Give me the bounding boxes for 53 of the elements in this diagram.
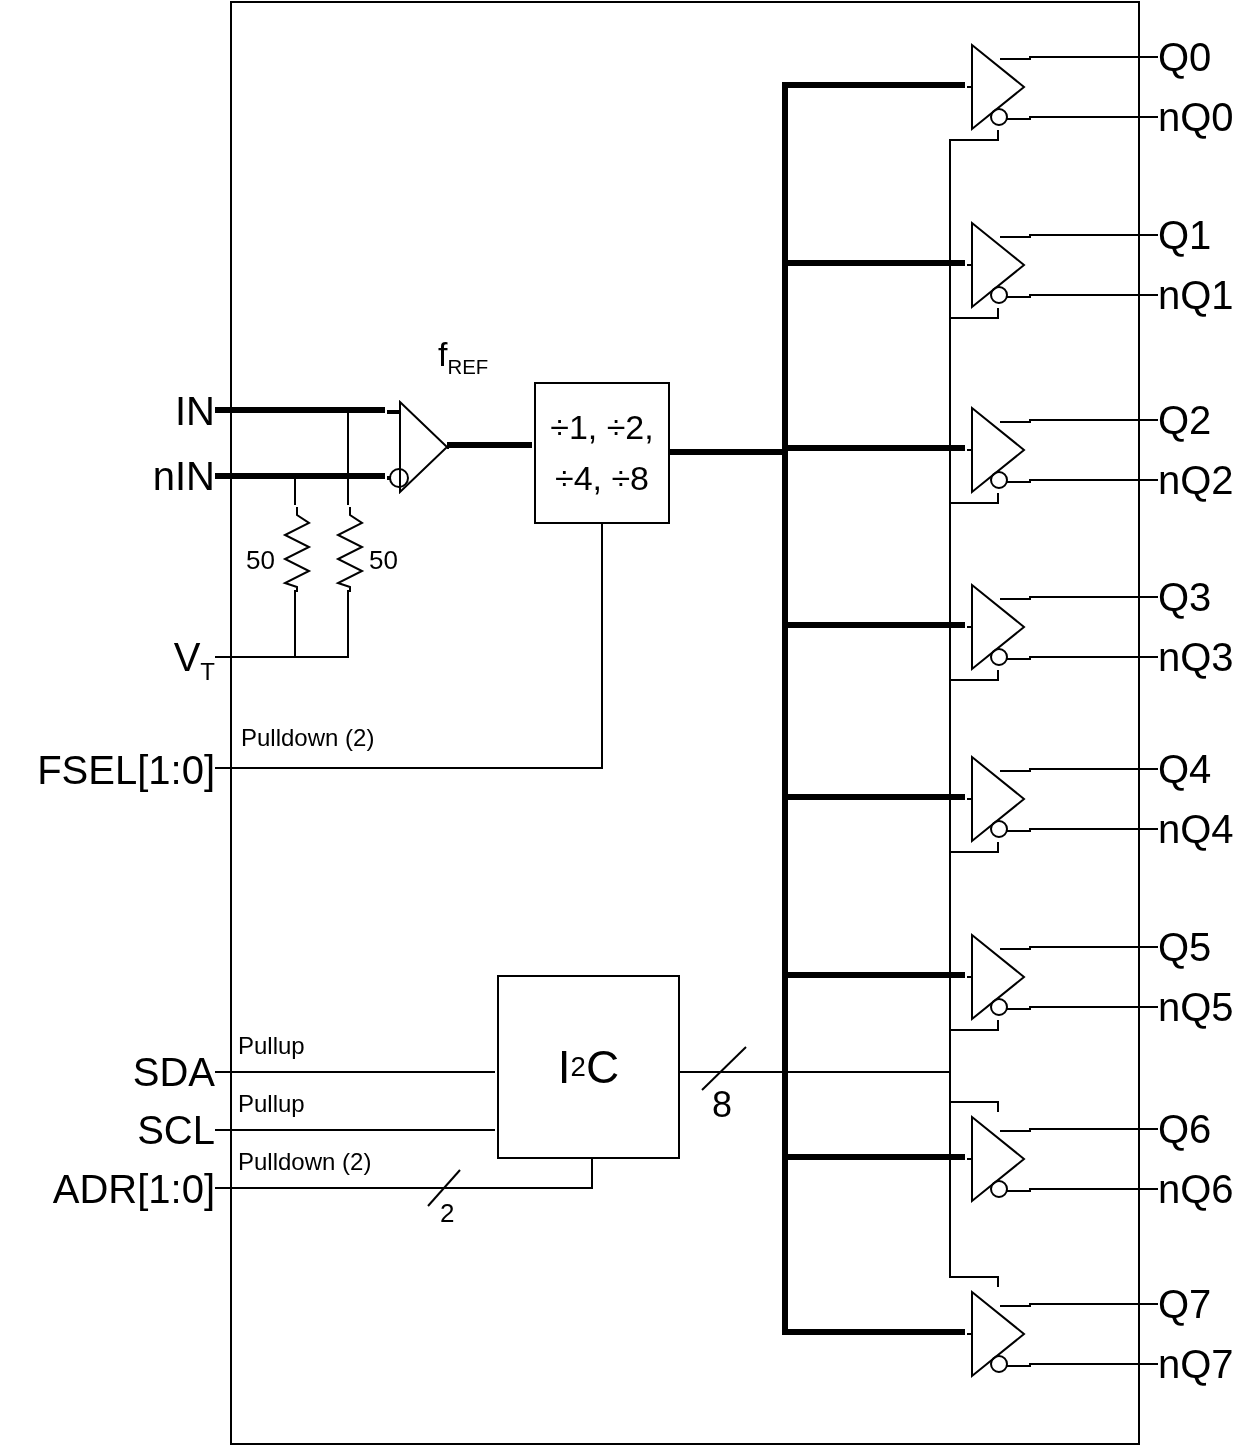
signal-line xyxy=(214,589,349,658)
pin-label: IN xyxy=(100,388,215,434)
pin-label: nQ5 xyxy=(1158,983,1256,1031)
pin-label: nQ6 xyxy=(1158,1165,1256,1213)
resistance-value: 50 xyxy=(246,545,275,576)
signal-line xyxy=(214,409,349,506)
pin-label: nIN xyxy=(100,453,215,499)
pin-label: nQ0 xyxy=(1158,93,1256,141)
signal-line xyxy=(214,1129,496,1131)
pin-label: nQ1 xyxy=(1158,271,1256,319)
signal-line xyxy=(447,442,532,448)
signal-line xyxy=(1028,479,1159,481)
pin-label: SCL xyxy=(40,1106,215,1154)
pin-label: nQ2 xyxy=(1158,456,1256,504)
signal-line xyxy=(214,1071,496,1073)
pin-label: nQ7 xyxy=(1158,1340,1256,1388)
signal-line xyxy=(1028,1128,1159,1130)
signal-line xyxy=(1028,56,1159,58)
pin-label: Q0 xyxy=(1158,33,1256,81)
signal-line xyxy=(1028,1303,1159,1305)
resistance-value: 50 xyxy=(369,545,398,576)
signal-line xyxy=(215,473,385,479)
signal-line xyxy=(1028,768,1159,770)
signal-line xyxy=(1028,656,1159,658)
bus-width-label: 8 xyxy=(712,1084,733,1126)
bus-width-label: 2 xyxy=(440,1198,455,1229)
signal-line xyxy=(1028,116,1159,118)
pin-label: Q4 xyxy=(1158,745,1256,793)
signal-line xyxy=(214,475,296,506)
signal-line xyxy=(1028,946,1159,948)
signal-line xyxy=(1028,419,1159,421)
signal-line xyxy=(1028,1006,1159,1008)
signal-line xyxy=(1028,596,1159,598)
pin-label: nQ3 xyxy=(1158,633,1256,681)
pin-label: Q3 xyxy=(1158,573,1256,621)
pin-label: nQ4 xyxy=(1158,805,1256,853)
pin-label: Q7 xyxy=(1158,1280,1256,1328)
signal-line xyxy=(1028,294,1159,296)
chip-outline xyxy=(230,1,1140,1445)
signal-line xyxy=(1028,1363,1159,1365)
signal-line xyxy=(215,407,385,413)
i2c-block: I$^{2}$C xyxy=(497,975,680,1159)
pin-label: V$_{T}$ xyxy=(100,628,215,686)
signal-line xyxy=(1028,828,1159,830)
pin-label: Q5 xyxy=(1158,923,1256,971)
pin-label: Q6 xyxy=(1158,1105,1256,1153)
pin-label: FSEL[1:0] xyxy=(0,745,215,795)
signal-line xyxy=(1028,1188,1159,1190)
pin-label: ADR[1:0] xyxy=(0,1164,215,1214)
pin-label: SDA xyxy=(40,1048,215,1096)
signal-line xyxy=(1028,234,1159,236)
pin-label: Q2 xyxy=(1158,396,1256,444)
pin-label: Q1 xyxy=(1158,211,1256,259)
